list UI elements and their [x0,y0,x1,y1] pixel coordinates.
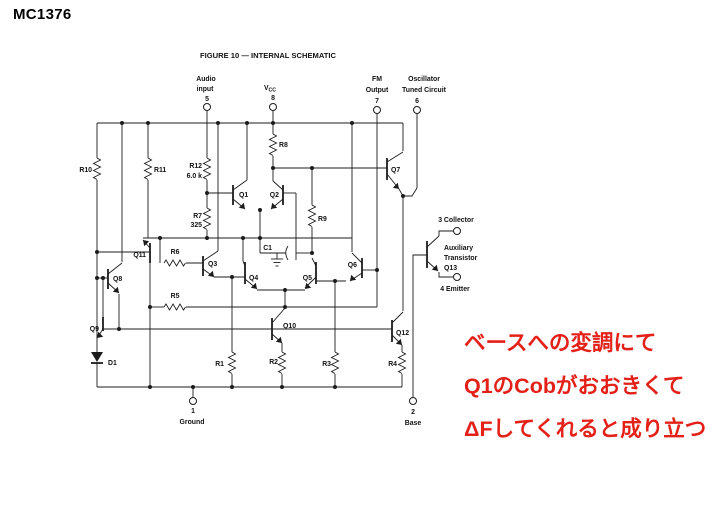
transistor-Q1 [232,179,248,210]
schematic-label-7: 7 [375,98,379,105]
schematic-label-q12: Q12 [396,330,409,337]
schematic-label-6: 6 [415,98,419,105]
resistor-R2 [277,351,287,374]
schematic-label-3-collector: 3 Collector [438,217,474,224]
resistor-R12 [202,157,212,180]
capacitor-C1 [285,245,297,261]
transistor-Q8 [107,262,123,294]
schematic-label-r4: R4 [388,361,397,368]
transistor-Q9 [96,317,104,339]
schematic-label-input: input [197,86,215,93]
schematic-label-8: 8 [271,95,275,102]
ground-symbol [271,258,283,267]
handwritten-red-note: ベースへの変調にて Q1のCobがおおきくて ΔFしてくれると成り立つ [464,322,706,451]
transistor-Q13 [426,235,440,272]
schematic-label-oscillator: Oscillator [408,76,440,83]
schematic-label-base: Base [405,420,422,427]
annotation-line-2: Q1のCobがおおきくて [464,374,685,398]
schematic-label-q1: Q1 [239,192,248,199]
resistor-R7 [202,207,212,230]
figure-title: FIGURE 10 — INTERNAL SCHEMATIC [200,51,337,60]
schematic-label-r2: R2 [269,359,278,366]
schematic-label-1: 1 [191,408,195,415]
annotation-line-1: ベースへの変調にて [464,331,657,355]
schematic-label-transistor: Transistor [444,255,478,262]
schematic-label-r10: R10 [79,167,92,174]
resistor-R10 [92,157,102,180]
pin-7-fm-output [373,106,381,114]
schematic-label-tuned-circuit: Tuned Circuit [402,87,447,94]
schematic-label-2: 2 [411,409,415,416]
transistor-Q11 [142,239,151,263]
schematic-label-r3: R3 [322,361,331,368]
resistor-R5 [163,303,186,311]
schematic-label-q13: Q13 [444,265,457,272]
schematic-label-5: 5 [205,96,209,103]
part-number: MC1376 [13,6,72,23]
resistor-R6 [163,259,186,267]
schematic-label-output: Output [366,87,389,94]
pin-2-base [409,397,417,405]
schematic-label-r6: R6 [171,249,180,256]
schematic-label-q6: Q6 [348,262,357,269]
schematic-label-fm: FM [372,76,382,83]
schematic-label-q5: Q5 [303,275,312,282]
schematic-label-q3: Q3 [208,261,217,268]
schematic-label-q2: Q2 [270,192,279,199]
diode-D1 [91,352,103,364]
transistors [96,151,440,346]
schematic-label-r12: R12 [189,163,202,170]
transistor-Q3 [202,250,219,278]
transistor-Q5 [304,257,317,289]
schematic-label-q8: Q8 [113,276,122,283]
pin-terminals [189,103,461,405]
schematic-label-325: 325 [191,222,203,229]
transistor-Q6 [349,252,363,282]
resistor-R8 [268,133,278,156]
pin-6-oscillator [413,106,421,114]
schematic-label-auxiliary: Auxiliary [444,245,473,252]
resistor-R3 [330,351,340,374]
schematic-label-r8: R8 [279,142,288,149]
transistor-Q4 [242,260,258,290]
schematic-label-c1: C1 [263,245,272,252]
resistor-R9 [307,204,317,227]
schematic-label-audio: Audio [196,76,216,83]
schematic-label-v: VCC [264,85,276,94]
pin-5-audio-input [203,103,211,111]
transistor-Q10 [271,307,286,344]
schematic-label-r9: R9 [318,216,327,223]
schematic-label-r11: R11 [154,167,166,174]
schematic-label-q7: Q7 [391,167,400,174]
resistor-R4 [397,351,407,374]
pin-8-vcc [269,103,277,111]
junction-dots [95,121,405,389]
transistor-Q7 [386,151,404,190]
pin-4-emitter [453,273,461,281]
transistor-Q2 [270,180,284,210]
transistor-Q12 [391,311,404,346]
schematic-label-4-emitter: 4 Emitter [440,286,470,293]
schematic-label-q4: Q4 [249,275,258,282]
schematic-label-q10: Q10 [283,323,296,330]
pin-3-collector [453,227,461,235]
resistors [92,133,407,374]
schematic-label-r1: R1 [215,361,224,368]
pin-1-ground [189,397,197,405]
schematic-label-q9: Q9 [90,326,99,333]
schematic-label-q11: Q11 [133,252,146,259]
schematic-label-6-0-k: 6.0 k [187,173,202,180]
schematic-label-r5: R5 [171,293,180,300]
schematic-label-ground: Ground [180,419,205,426]
resistor-R1 [227,351,237,374]
schematic-label-r7: R7 [193,213,202,220]
annotation-line-3: ΔFしてくれると成り立つ [464,417,707,441]
resistor-R11 [143,157,153,180]
schematic-label-d1: D1 [108,360,117,367]
